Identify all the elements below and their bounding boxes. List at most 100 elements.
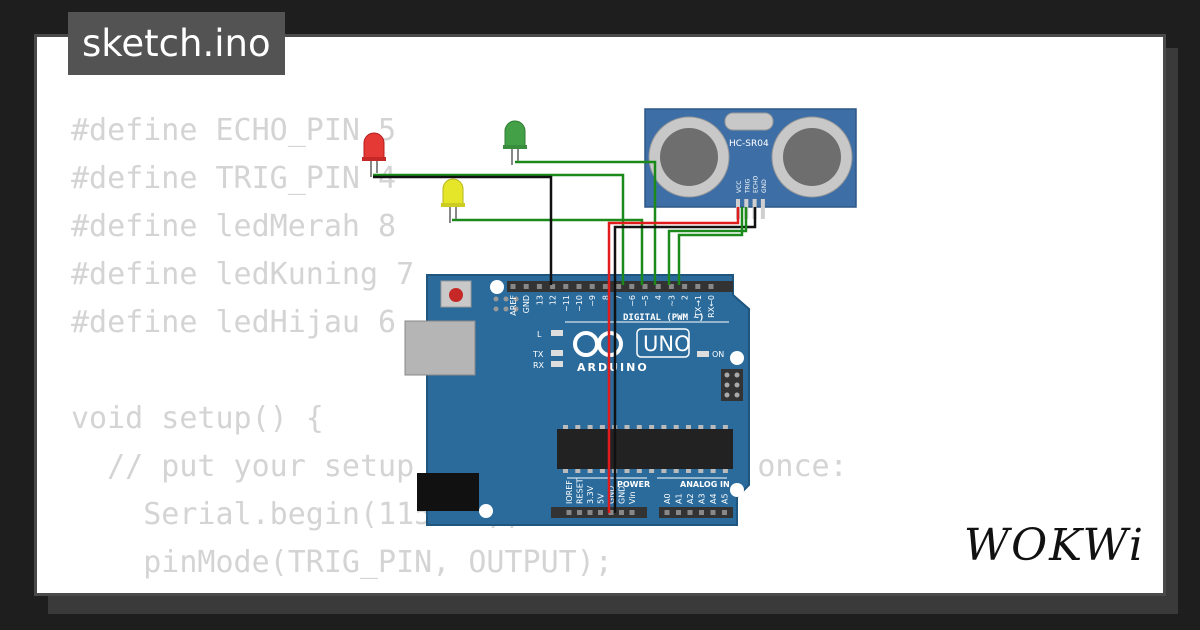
wires: [373, 160, 757, 513]
atmega-chip: [557, 429, 733, 469]
pin-label: 3.3V: [586, 485, 595, 504]
pin-label: TX→1: [694, 295, 703, 318]
header-pin[interactable]: [608, 510, 614, 515]
analog-label: ANALOG IN: [680, 480, 730, 489]
header-pin[interactable]: [576, 284, 582, 289]
pin-label: A0: [663, 493, 672, 504]
pin-label: 13: [535, 295, 544, 305]
mount-hole: [479, 504, 493, 518]
header-pin[interactable]: [695, 284, 701, 289]
header-pin[interactable]: [536, 284, 542, 289]
pin-label: AREF: [509, 295, 518, 316]
sensor-model: HC-SR04: [729, 139, 769, 149]
preview-card: #define ECHO_PIN 5#define TRIG_PIN 4#def…: [34, 34, 1166, 596]
brand-label: ARDUINO: [577, 361, 649, 374]
header-pin[interactable]: [566, 510, 572, 515]
pin-label: GND: [607, 486, 616, 504]
header-pin[interactable]: [687, 510, 693, 515]
code-line: pinMode(TRIG_PIN, OUTPUT);: [71, 545, 613, 580]
pin-label: 2: [681, 295, 690, 300]
header-pin[interactable]: [664, 510, 670, 515]
header-pin[interactable]: [629, 510, 635, 515]
led-red[interactable]: [362, 132, 386, 177]
pin-label: 4: [654, 295, 663, 300]
pin-label: 5V: [597, 493, 606, 504]
header-pin[interactable]: [722, 510, 727, 515]
pin-label: 12: [549, 295, 558, 305]
code-line: #define ledHijau 6: [71, 305, 397, 340]
header-pin[interactable]: [682, 284, 688, 289]
code-line: #define ledKuning 7: [71, 257, 415, 292]
wire-sensor-gnd: [613, 207, 757, 513]
pin-label: ~10: [575, 295, 584, 312]
mount-hole: [490, 280, 504, 294]
wire-sensor-vcc: [607, 207, 740, 513]
header-pin[interactable]: [676, 510, 681, 515]
header-pin[interactable]: [699, 510, 704, 515]
header-pin[interactable]: [563, 284, 569, 289]
header-pin[interactable]: [550, 284, 556, 289]
pin-label: A2: [686, 493, 695, 504]
code-line: #define TRIG_PIN 4: [71, 161, 397, 196]
wire-sensor-echo: [677, 207, 744, 285]
pin-label: RX←0: [707, 295, 716, 318]
led-yellow[interactable]: [441, 178, 465, 223]
wire-green-led: [515, 160, 657, 285]
header-pin[interactable]: [589, 284, 595, 289]
header-pin[interactable]: [642, 284, 648, 289]
header-pin[interactable]: [577, 510, 582, 515]
pin-label: ~6: [628, 295, 637, 307]
header-pin[interactable]: [510, 284, 516, 289]
code-line: void setup() {: [71, 401, 324, 436]
header-pin[interactable]: [602, 284, 608, 289]
pin-label: A4: [709, 493, 718, 504]
code-preview: #define ECHO_PIN 5#define TRIG_PIN 4#def…: [71, 107, 848, 593]
led-label-l: L: [537, 330, 542, 339]
header-pin[interactable]: [629, 284, 635, 289]
led-label-rx: RX: [533, 361, 545, 370]
pin-label: ~9: [588, 295, 597, 307]
header-pin[interactable]: [587, 510, 593, 515]
header-pin[interactable]: [616, 284, 622, 289]
led-label-tx: TX: [532, 350, 544, 359]
header-pin[interactable]: [655, 284, 661, 289]
pin-label: GND: [618, 486, 627, 504]
digital-label: DIGITAL (PWM ~): [623, 313, 704, 323]
usb-port: [404, 320, 476, 376]
pin-label: ~3: [667, 295, 676, 307]
pin-label: 8: [601, 295, 610, 300]
header-pin[interactable]: [668, 284, 674, 289]
pin-label: A5: [721, 493, 730, 504]
pin-label: Vin: [628, 491, 637, 504]
power-label: POWER: [617, 480, 650, 489]
wire-sensor-trig: [667, 207, 748, 285]
pin-label: GND: [522, 295, 531, 313]
mount-hole: [730, 483, 744, 497]
pin-label: ~11: [562, 295, 571, 312]
header-pin[interactable]: [523, 284, 529, 289]
file-title-tab[interactable]: sketch.ino: [68, 12, 285, 75]
wire-red-led: [373, 173, 625, 285]
sensor-pin-label: VCC: [736, 181, 743, 193]
reset-button-cap[interactable]: [449, 288, 463, 302]
analog-header: [659, 507, 733, 518]
sensor-pin-label: TRIG: [744, 178, 751, 194]
mount-hole: [730, 351, 744, 365]
pin-label: A3: [698, 493, 707, 504]
wokwi-logo: WOKWi: [963, 520, 1145, 571]
header-pin[interactable]: [710, 510, 716, 515]
header-pin[interactable]: [598, 510, 603, 515]
sensor-pin[interactable]: [760, 199, 765, 219]
led-green[interactable]: [503, 120, 527, 165]
wire-yellow-led: [452, 218, 644, 285]
pin-label: 7: [615, 295, 624, 300]
header-pin[interactable]: [619, 510, 624, 515]
sensor-pin-label: GND: [761, 179, 768, 193]
board-name: UNO: [643, 332, 691, 356]
header-pin[interactable]: [708, 284, 714, 289]
